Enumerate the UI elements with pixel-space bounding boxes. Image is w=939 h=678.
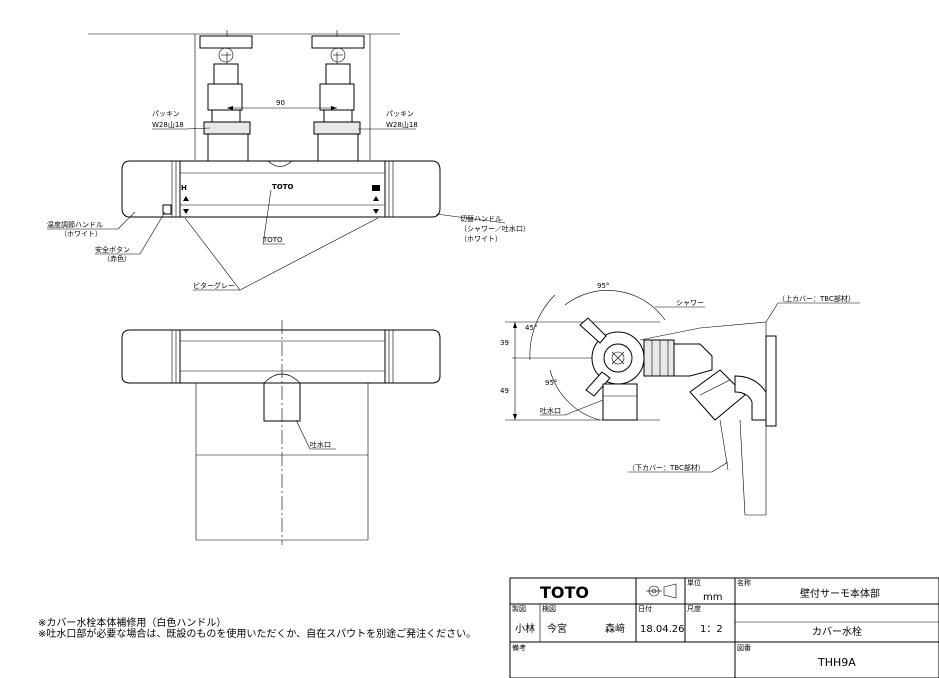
lower-cover-label: （下カバー：TBC部材）: [628, 463, 705, 472]
switch-handle-sub: （シャワー／吐水口）: [460, 224, 530, 233]
safety-button-label: 安全ボタン: [95, 245, 130, 254]
note-1: ※カバー水栓本体補修用（白色ハンドル）: [38, 616, 226, 629]
dimension-90: 90: [276, 99, 285, 107]
date-value: 18.04.26: [640, 624, 685, 635]
temp-handle-color: （ホワイト）: [60, 230, 102, 238]
title-block: TOTO 単位 mm 名称 壁付サーモ本体部 製図 小林 検図 今宮 森﨑 日付…: [509, 577, 939, 678]
dim-39: 39: [500, 339, 509, 347]
drafted-label: 製図: [512, 604, 526, 613]
checked-label: 検図: [542, 604, 556, 613]
switch-handle-color: （ホワイト）: [460, 235, 502, 243]
packing-right-label: パッキン: [386, 110, 414, 118]
front-view: 90 TOTO H パッキン: [47, 30, 530, 291]
dim-49: 49: [500, 387, 509, 395]
angle-top: 95°: [597, 282, 609, 290]
angle-upper: 45°: [525, 324, 537, 332]
drawing-no-value: THH9A: [817, 656, 856, 669]
left-elbow-fitting: [199, 35, 253, 165]
toto-callout: TOTO: [262, 236, 283, 244]
switch-handle-label: 切替ハンドル: [460, 214, 502, 223]
note-2: ※吐水口部が必要な場合は、既設のものを使用いただくか、自在スパウトを別途ご発注く…: [38, 627, 476, 640]
h-mark: H: [181, 184, 187, 192]
logo: TOTO: [540, 583, 589, 602]
spout-label-side: 吐水口: [540, 406, 561, 415]
scale-label: 尺度: [687, 604, 701, 613]
switch-handle: [372, 160, 441, 218]
drawing-no-label: 図番: [737, 644, 751, 652]
drafted-value: 小林: [515, 622, 535, 635]
thread-left-label: W28山18: [152, 120, 184, 129]
name-value: 壁付サーモ本体部: [800, 587, 880, 600]
checked-value-2: 森﨑: [605, 622, 625, 635]
spout-label-bottom: 吐水口: [310, 440, 331, 449]
projection-symbol-icon: [646, 583, 677, 599]
safety-button-color: （赤色）: [103, 254, 131, 263]
scale-value: 1：2: [700, 624, 723, 635]
thread-right-label: W28山18: [386, 120, 418, 129]
angle-lower: 95°: [545, 379, 557, 387]
product-value: カバー水栓: [812, 625, 862, 638]
remarks-label: 備考: [512, 643, 526, 652]
right-elbow-fitting: [311, 35, 365, 165]
packing-left-label: パッキン: [152, 110, 180, 118]
brand-mark: TOTO: [272, 183, 294, 191]
temp-handle-label: 温度調節ハンドル: [47, 220, 103, 229]
temp-handle: H: [121, 160, 189, 218]
main-body: TOTO: [179, 160, 386, 218]
name-label: 名称: [737, 578, 751, 587]
date-label: 日付: [638, 604, 652, 613]
bottom-view: 吐水口: [121, 320, 441, 545]
upper-cover-label: （上カバー：TBC部材）: [778, 294, 855, 303]
shower-label: シャワー: [676, 299, 704, 307]
unit-label: 単位: [687, 578, 701, 587]
bitter-gray-label: ビターグレー: [193, 281, 235, 290]
unit-value: mm: [703, 592, 722, 603]
checked-value-1: 今宮: [547, 622, 567, 635]
side-view: 39 49 95° 45° 95° シャワー 吐水口: [500, 282, 860, 516]
